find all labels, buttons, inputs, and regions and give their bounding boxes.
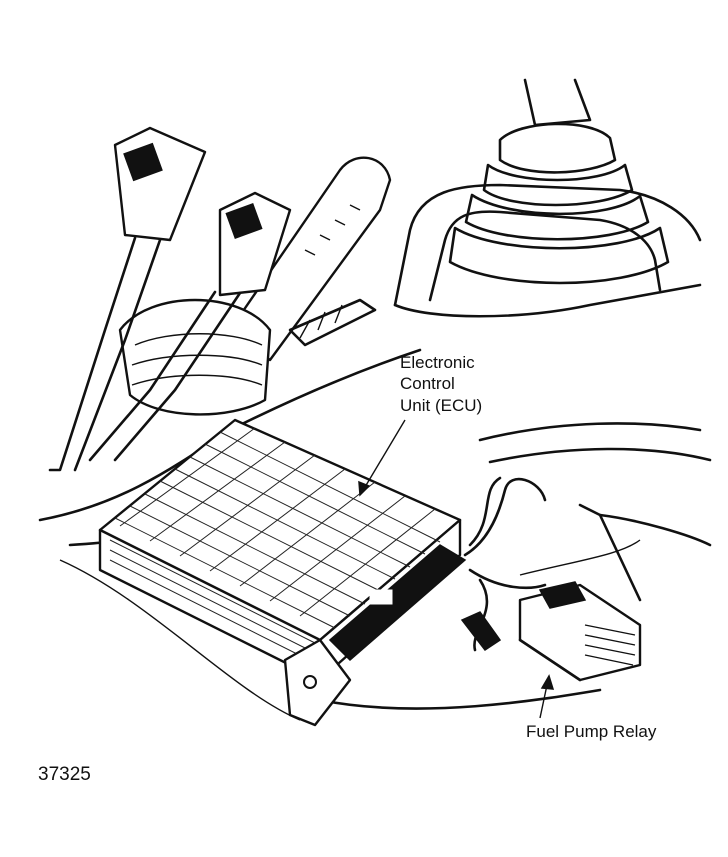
ecu-label-line1: Electronic: [400, 353, 475, 372]
fuel-pump-relay: [518, 581, 642, 682]
handbrake-lever: [118, 156, 392, 416]
ecu-label-line3: Unit (ECU): [400, 396, 483, 415]
bracket: [288, 298, 377, 347]
ecu-mounting-bracket: [283, 638, 352, 727]
fuel-pump-relay-label: Fuel Pump Relay: [526, 722, 657, 741]
ecu-ribbing: [109, 427, 441, 664]
ecu-label-line2: Control: [400, 374, 455, 393]
seat-belt-buckle-right: [88, 191, 292, 462]
gear-shift-boot: [448, 78, 670, 285]
relay-leader-arrow: [539, 674, 555, 719]
ecu-connector: [328, 544, 467, 662]
wiring-harness: [460, 476, 641, 652]
ecu-box: [98, 418, 467, 727]
figure-number: 37325: [38, 764, 91, 785]
center-console: [393, 183, 712, 602]
seat-belt-buckle-left: [48, 126, 207, 472]
ecu-leader-arrow: [358, 419, 406, 497]
